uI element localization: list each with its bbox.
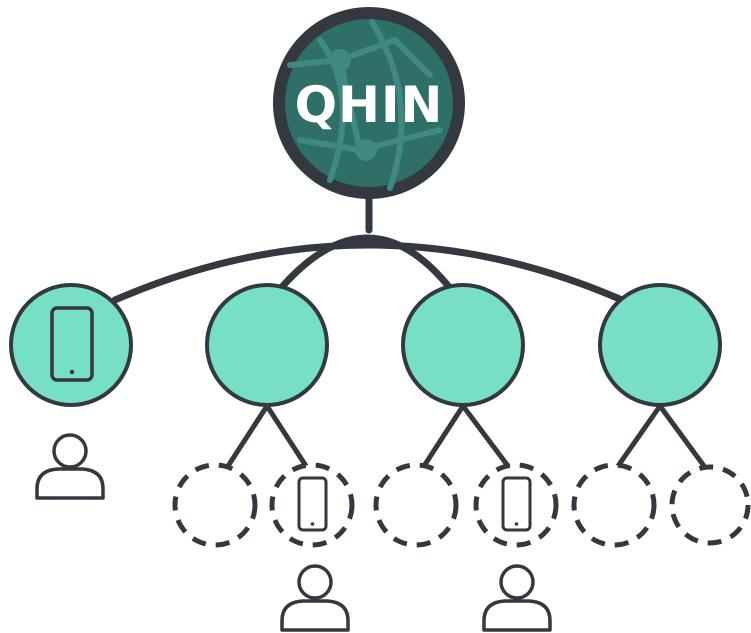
connector-outer-arc	[111, 241, 626, 304]
connector-p2-left	[225, 403, 270, 469]
hub-title: QHIN	[295, 76, 444, 134]
subparticipant-node-4b	[669, 464, 751, 546]
connector-p4-right	[657, 403, 707, 469]
user-icon	[482, 564, 552, 632]
subparticipant-node-2b	[269, 462, 355, 548]
subparticipant-nodes	[172, 462, 751, 548]
participant-nodes	[9, 283, 722, 407]
user-icon	[280, 564, 350, 632]
subparticipant-node-3a	[373, 462, 459, 548]
connector-p3-left	[421, 403, 466, 469]
qhin-hub-node: QHIN	[273, 7, 465, 199]
connector-p4-left	[615, 403, 663, 469]
participant-node-3	[401, 283, 525, 407]
hub-connectors	[111, 194, 626, 304]
participant-node-2	[205, 283, 329, 407]
connector-inner-arc	[277, 234, 454, 292]
sub-connectors	[225, 403, 707, 469]
participant-node-1	[9, 283, 133, 407]
user-icon	[35, 433, 105, 500]
subparticipant-node-4a	[571, 462, 657, 548]
phone-icon	[501, 476, 532, 532]
connector-p3-right	[460, 403, 511, 469]
phone-icon	[50, 306, 94, 382]
subparticipant-node-2a	[172, 462, 258, 548]
subparticipant-node-3b	[473, 462, 559, 548]
connector-p2-right	[264, 403, 309, 469]
network-nodes	[329, 49, 377, 161]
participant-node-4	[598, 283, 722, 407]
phone-icon	[297, 476, 328, 532]
